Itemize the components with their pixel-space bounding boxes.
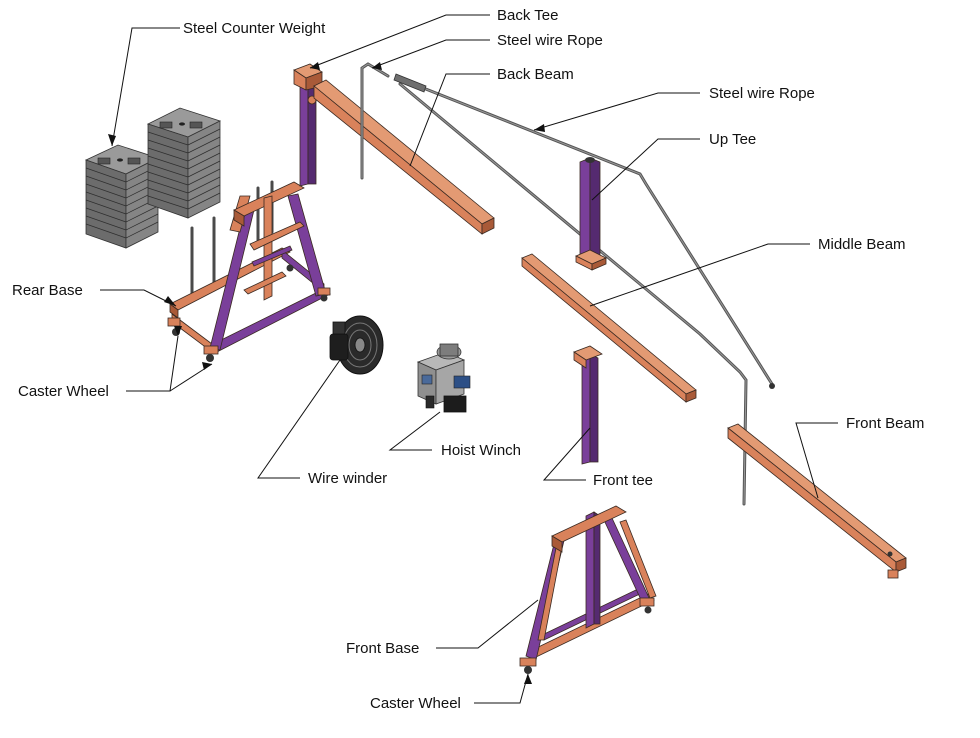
leader-front-base (436, 599, 539, 649)
up-tee (575, 157, 607, 271)
leader-wire-winder (257, 359, 341, 479)
front-tee (573, 345, 603, 465)
leader-caster-wheel-1a (126, 335, 179, 392)
label-front-tee: Front tee (593, 472, 653, 489)
rear-base-frame (167, 180, 331, 362)
back-tee (293, 63, 323, 187)
label-steel-counter-weight: Steel Counter Weight (183, 20, 326, 37)
leader-back-beam (409, 73, 490, 167)
leader-steel-wire-rope-1 (371, 39, 490, 69)
counter-weight-stack-left (84, 144, 160, 249)
label-caster-wheel-2: Caster Wheel (370, 695, 461, 712)
leader-steel-counter-weight (111, 27, 180, 147)
label-back-tee: Back Tee (497, 7, 558, 24)
hoist-winch (416, 343, 471, 413)
rear-caster-wheels (167, 264, 331, 362)
label-up-tee: Up Tee (709, 131, 756, 148)
label-hoist-winch: Hoist Winch (441, 442, 521, 459)
label-front-beam: Front Beam (846, 415, 924, 432)
leader-middle-beam (589, 243, 810, 307)
front-caster-wheels (519, 597, 655, 674)
label-wire-winder: Wire winder (308, 470, 387, 487)
front-base-frame (519, 505, 657, 674)
leader-up-tee (591, 138, 700, 201)
label-front-base: Front Base (346, 640, 419, 657)
label-back-beam: Back Beam (497, 66, 574, 83)
label-rear-base: Rear Base (12, 282, 83, 299)
leader-hoist-winch (388, 411, 441, 451)
middle-beam (521, 253, 697, 403)
label-middle-beam: Middle Beam (818, 236, 906, 253)
leader-rear-base (100, 289, 177, 307)
leader-front-beam (795, 422, 838, 499)
label-steel-wire-rope-1: Steel wire Rope (497, 32, 603, 49)
leader-arrowheads (108, 62, 545, 684)
leader-caster-wheel-2 (474, 673, 529, 704)
wire-winder (329, 315, 384, 375)
counter-weight-stack-right (146, 107, 222, 219)
front-beam (727, 423, 907, 579)
label-caster-wheel-1: Caster Wheel (18, 383, 109, 400)
back-beam (313, 79, 495, 235)
leader-back-tee (309, 14, 490, 69)
label-steel-wire-rope-2: Steel wire Rope (709, 85, 815, 102)
leader-front-tee (542, 427, 591, 481)
leader-steel-wire-rope-2 (533, 92, 700, 131)
steel-counter-weight-stacks (84, 107, 222, 249)
labels: Steel Counter Weight Back Tee Steel wire… (12, 7, 924, 712)
